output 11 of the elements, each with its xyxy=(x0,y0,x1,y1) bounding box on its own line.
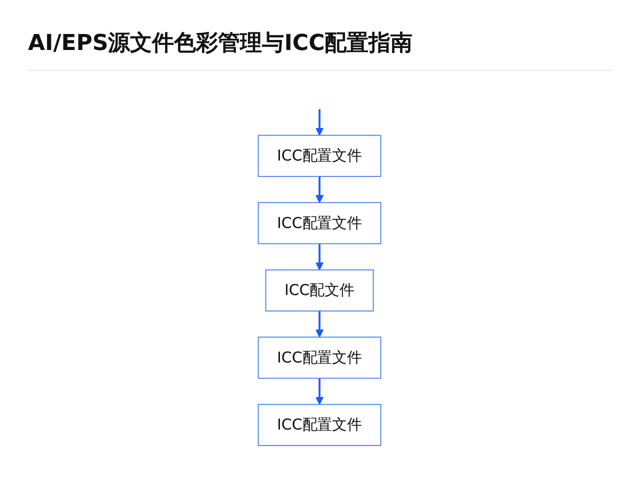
node-box: ICC配文件 xyxy=(266,269,374,312)
arrow xyxy=(316,109,324,136)
arrow xyxy=(316,244,324,270)
node-box: ICC配置文件 xyxy=(258,404,382,446)
node-box: ICC配置文件 xyxy=(258,202,382,244)
node-box: ICC配置文件 xyxy=(258,336,382,379)
title: AI/EPS源文件色彩管理与ICC配置指南 xyxy=(27,30,414,58)
arrow xyxy=(316,310,324,338)
node-box: ICC配置文件 xyxy=(258,134,382,177)
arrow xyxy=(316,378,324,405)
arrow xyxy=(316,176,324,203)
